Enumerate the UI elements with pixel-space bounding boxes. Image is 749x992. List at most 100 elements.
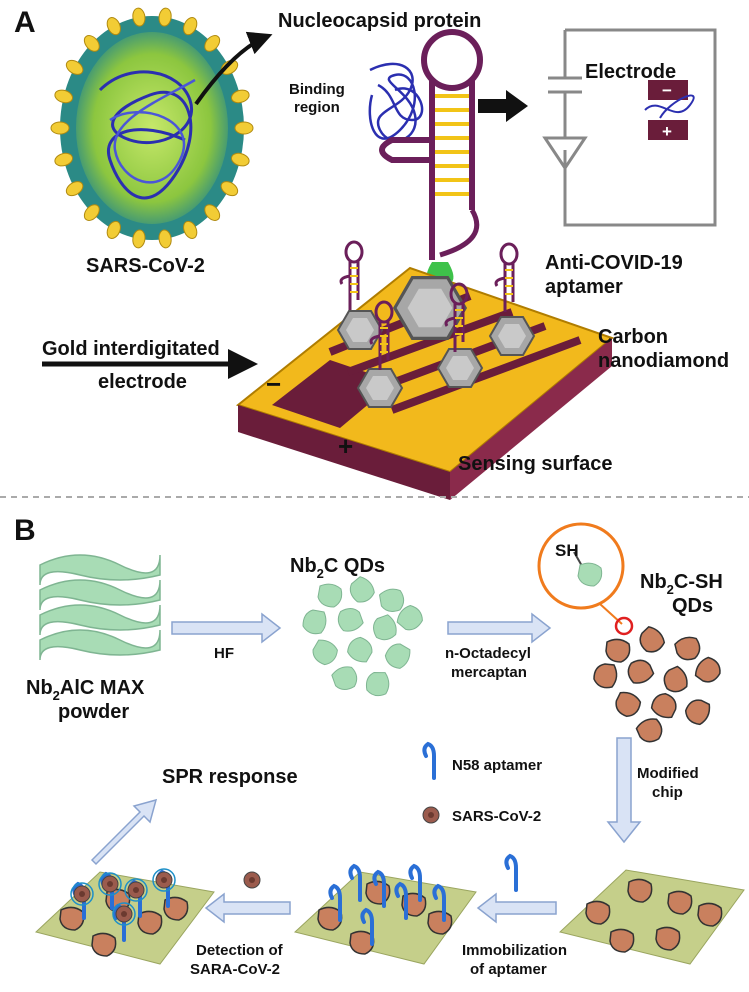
nucleocapsid-protein-coil	[368, 62, 424, 142]
nucleocapsid-arrow	[194, 31, 273, 106]
quantum-dot	[309, 637, 341, 668]
quantum-dot	[611, 689, 644, 721]
quantum-dot	[605, 638, 631, 663]
quantum-dot	[648, 689, 681, 721]
virus-spike	[65, 59, 84, 75]
nucleocapsid-label: Nucleocapsid protein	[278, 10, 481, 32]
modified-label-1: Modified	[637, 765, 699, 782]
virus-spike	[204, 35, 221, 52]
virus-spike	[106, 17, 121, 36]
immobilization-label-1: Immobilization	[462, 942, 567, 959]
electrode-label: Electrode	[585, 61, 676, 83]
nb2c-qds-label: Nb2C QDs	[290, 555, 385, 581]
nb2c-sh-label-2: QDs	[672, 595, 713, 617]
virus-spike	[231, 89, 250, 104]
legend-virus-label: SARS-CoV-2	[452, 808, 541, 825]
nanodiamond	[437, 348, 483, 388]
legend-aptamer-label: N58 aptamer	[452, 757, 542, 774]
immobilization-label-2: of aptamer	[470, 961, 547, 978]
sars-cov-2-virus	[50, 7, 254, 249]
gold-label-2: electrode	[98, 371, 187, 393]
panel-a-letter: A	[14, 6, 36, 39]
virus-spike	[106, 220, 121, 239]
modified-chip-arrow	[606, 737, 642, 844]
chip-immobilized	[293, 864, 477, 965]
aptamer-label-2: aptamer	[545, 276, 623, 298]
quantum-dot	[368, 611, 401, 645]
legend-aptamer-icon	[422, 742, 436, 780]
virus-spike	[83, 204, 100, 221]
detection-virus-icon	[243, 871, 261, 889]
quantum-dot	[633, 714, 667, 748]
quantum-dot	[382, 640, 413, 672]
virus-spike	[54, 152, 73, 167]
sensing-surface-label: Sensing surface	[458, 453, 613, 475]
binding-region-label-1: Binding	[289, 81, 345, 98]
chip-plus: +	[338, 431, 353, 461]
electrode-circuit	[542, 28, 717, 227]
aptamer-label-1: Anti-COVID-19	[545, 252, 683, 274]
nb2c-qd-cluster	[302, 573, 427, 699]
quantum-dot	[302, 609, 327, 635]
quantum-dot	[634, 623, 669, 658]
quantum-dot	[328, 662, 362, 695]
quantum-dot	[681, 695, 713, 728]
nb2c-sh-label-1: Nb2C-SH	[640, 571, 723, 597]
carbon-label-1: Carbon	[598, 326, 668, 348]
max-powder-label-1: Nb2AlC MAX	[26, 677, 145, 703]
quantum-dot	[333, 603, 367, 636]
virus-spike	[54, 89, 73, 104]
nanodiamond	[357, 368, 403, 408]
panel-b-letter: B	[14, 514, 36, 547]
electrode-arrow	[478, 90, 528, 122]
chip-minus: −	[266, 369, 281, 399]
virus-spike	[83, 35, 100, 52]
quantum-dot	[658, 663, 692, 697]
max-powder-sheets	[39, 554, 161, 661]
virus-spike	[132, 7, 146, 27]
quantum-dot	[344, 573, 379, 608]
nb2c-sh-qd-cluster	[593, 623, 725, 748]
quantum-dot	[317, 583, 343, 608]
carbon-label-2: nanodiamond	[598, 350, 729, 372]
virus-spike	[183, 220, 198, 239]
detection-label-2: SARA-CoV-2	[190, 961, 280, 978]
large-aptamer	[379, 29, 483, 286]
virus-spike	[183, 17, 198, 36]
virus-spike	[132, 229, 146, 249]
electrode-minus: −	[662, 81, 672, 100]
detection-label-1: Detection of	[196, 942, 284, 959]
octadecyl-label-1: n-Octadecyl	[445, 645, 531, 662]
quantum-dot	[593, 663, 618, 689]
modified-label-2: chip	[652, 784, 683, 801]
binding-region-label-2: region	[294, 99, 340, 116]
detection-arrow	[204, 892, 291, 924]
electrode-plus: +	[662, 122, 672, 141]
virus-spike	[234, 121, 254, 135]
max-powder-label-2: powder	[58, 701, 129, 723]
chip-modified	[558, 869, 745, 965]
gold-label-1: Gold interdigitated	[42, 338, 220, 360]
nanodiamond	[489, 316, 535, 356]
electrode-element	[644, 80, 695, 140]
hf-label: HF	[214, 645, 234, 662]
octadecyl-label-2: mercaptan	[451, 664, 527, 681]
octadecyl-arrow	[447, 612, 552, 644]
quantum-dot	[672, 633, 704, 665]
quantum-dot	[692, 653, 725, 688]
virus-spike	[65, 181, 84, 197]
spr-arrow	[90, 798, 158, 866]
virus-spike	[220, 181, 239, 197]
hf-arrow	[171, 612, 282, 644]
immobilization-aptamer-icon	[504, 854, 518, 892]
quantum-dot	[623, 654, 657, 688]
virus-spike	[50, 121, 70, 135]
chip-detection	[34, 868, 215, 965]
immobilization-arrow	[476, 892, 557, 924]
quantum-dot	[363, 669, 392, 699]
sh-label: SH	[555, 541, 579, 560]
spr-response-label: SPR response	[162, 766, 298, 788]
quantum-dot	[344, 634, 376, 665]
virus-spike	[204, 204, 221, 221]
